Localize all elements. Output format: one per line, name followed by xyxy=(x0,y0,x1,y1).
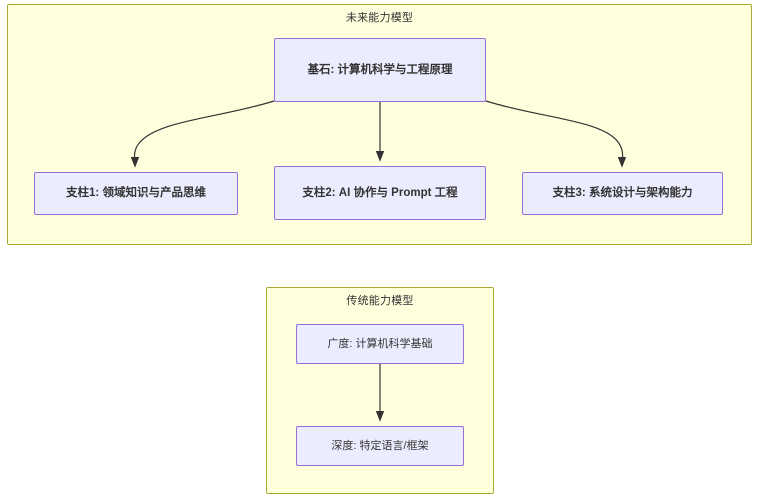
node-foundation[interactable]: 基石: 计算机科学与工程原理 xyxy=(274,38,486,102)
cluster-title: 未来能力模型 xyxy=(345,12,414,24)
node-breadth[interactable]: 广度: 计算机科学基础 xyxy=(296,324,464,364)
node-pillar2[interactable]: 支柱2: AI 协作与 Prompt 工程 xyxy=(274,166,486,220)
node-foundation-label: 基石: 计算机科学与工程原理 xyxy=(307,63,453,76)
cluster-title: 传统能力模型 xyxy=(346,295,414,307)
node-pillar3-label: 支柱3: 系统设计与架构能力 xyxy=(552,187,693,199)
edge-foundation-to-pillar3 xyxy=(485,100,627,168)
node-pillar3[interactable]: 支柱3: 系统设计与架构能力 xyxy=(522,172,723,215)
node-depth-label: 深度: 特定语言/框架 xyxy=(331,439,429,452)
node-pillar2-label: 支柱2: AI 协作与 Prompt 工程 xyxy=(302,186,458,199)
node-pillar1-label: 支柱1: 领域知识与产品思维 xyxy=(66,187,206,199)
node-breadth-label: 广度: 计算机科学基础 xyxy=(327,337,433,350)
node-depth[interactable]: 深度: 特定语言/框架 xyxy=(296,426,464,466)
edge-foundation-to-pillar1 xyxy=(130,100,275,168)
node-pillar1[interactable]: 支柱1: 领域知识与产品思维 xyxy=(34,172,238,215)
